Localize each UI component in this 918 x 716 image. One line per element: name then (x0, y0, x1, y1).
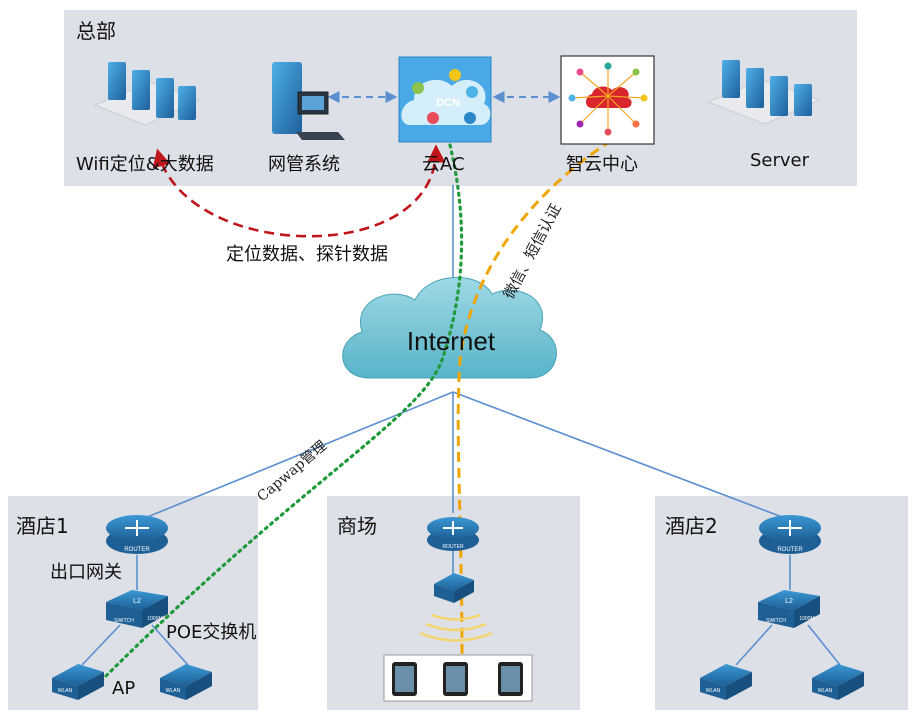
svg-text:SWITCH: SWITCH (114, 618, 134, 624)
hotel1-ap-left-icon: WLAN (52, 664, 104, 700)
hotel1-router-icon: ROUTER (106, 515, 168, 554)
mall-router-icon: ROUTER (427, 517, 479, 551)
poe-switch-label: POE交换机 (166, 622, 257, 643)
internet-label: Internet (407, 326, 496, 356)
hotel1-router-label: ROUTER (124, 547, 150, 553)
link-internet-hotel2 (452, 391, 791, 521)
hotel1-switch-icon: L2 SWITCH 1000M (106, 590, 168, 628)
location-data-flow (152, 144, 446, 238)
capwap-flow (88, 143, 464, 694)
svg-text:1000M: 1000M (147, 616, 162, 622)
hotel1-links (81, 555, 189, 666)
ap-label: AP (112, 678, 136, 699)
auth-flow (456, 138, 613, 661)
svg-text:L2: L2 (133, 598, 141, 605)
cloud-ac-label: 云AC (422, 154, 465, 175)
svg-text:WLAN: WLAN (58, 688, 73, 694)
hotel2-title: 酒店2 (665, 514, 718, 538)
cloud-ac-icon (398, 56, 492, 143)
internet-cloud (342, 276, 557, 379)
cloud-center-icon (560, 55, 655, 145)
location-data-label: 定位数据、探针数据 (226, 244, 388, 265)
hotel2-switch-icon: L2 SWITCH 1000M (758, 590, 820, 628)
mall-title: 商场 (337, 514, 377, 538)
tablet-devices-icon (383, 654, 533, 702)
gateway-label: 出口网关 (50, 562, 122, 583)
svg-text:L2: L2 (785, 598, 793, 605)
server-icon (706, 60, 822, 125)
hotel1-ap-right-icon: WLAN (160, 664, 212, 700)
svg-text:ROUTER: ROUTER (442, 544, 464, 550)
hotel2-links (735, 555, 841, 666)
hotel2-router-icon: ROUTER (759, 515, 821, 554)
hotel2-ap-right-icon: WLAN (812, 664, 864, 700)
hotel2-ap-left-icon: WLAN (700, 664, 752, 700)
capwap-flow-label: Capwap管理 (254, 438, 330, 505)
nms-computer-icon (272, 62, 345, 140)
svg-text:WLAN: WLAN (706, 688, 721, 694)
nms-label: 网管系统 (268, 154, 340, 175)
wifi-bigdata-label: Wifi定位&大数据 (76, 154, 214, 175)
mall-ap-icon (434, 573, 474, 603)
svg-text:SWITCH: SWITCH (766, 618, 786, 624)
svg-text:WLAN: WLAN (818, 688, 833, 694)
dcn-text: DCN (436, 97, 460, 109)
wifi-signal-icon (419, 613, 493, 642)
hotel1-title: 酒店1 (16, 514, 69, 538)
wifi-bigdata-servers-icon (93, 62, 202, 126)
hq-title: 总部 (76, 19, 116, 43)
cloud-center-label: 智云中心 (566, 154, 638, 175)
auth-flow-label: 微信、短信认证 (500, 201, 565, 302)
svg-text:ROUTER: ROUTER (777, 547, 803, 553)
svg-text:WLAN: WLAN (166, 688, 181, 694)
svg-text:1000M: 1000M (799, 616, 814, 622)
server-label: Server (750, 150, 810, 171)
